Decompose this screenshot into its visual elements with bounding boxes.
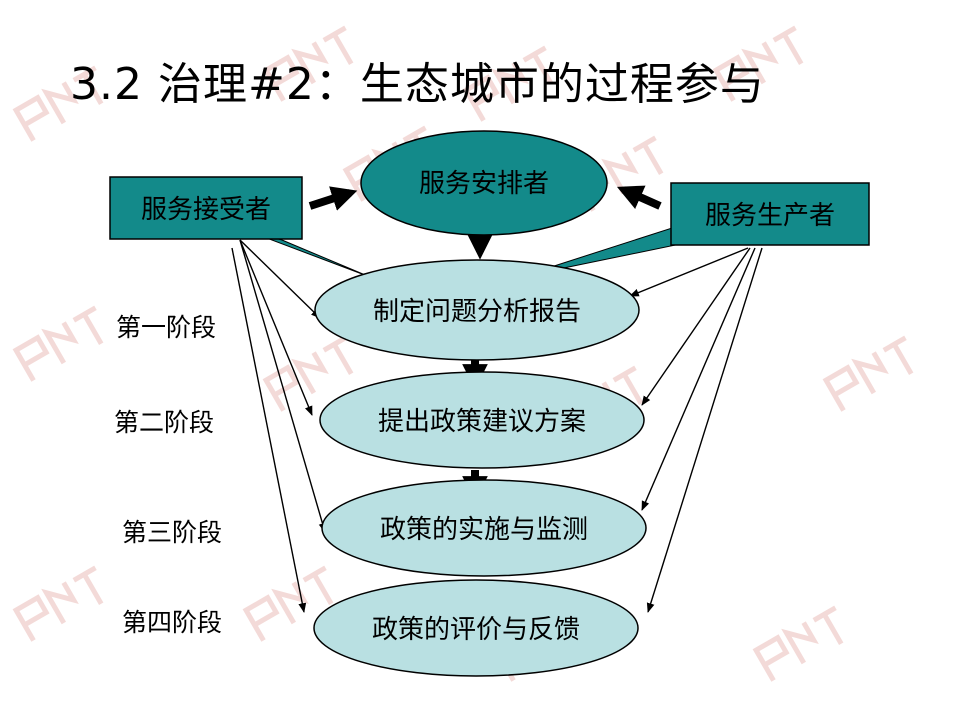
step-1-label: 制定问题分析报告 xyxy=(373,297,581,327)
slide-title: 3.2 治理#2：生态城市的过程参与 xyxy=(70,59,765,110)
step-3-label: 政策的实施与监测 xyxy=(380,515,588,545)
producer-arrows xyxy=(629,247,763,613)
step-3-node xyxy=(321,479,647,577)
receiver-arrows xyxy=(231,239,327,613)
receiver-label: 服务接受者 xyxy=(141,195,271,225)
step-1-node xyxy=(314,259,640,361)
receiver-node xyxy=(109,176,303,240)
arranger-node xyxy=(360,130,608,236)
producer-node xyxy=(670,182,870,246)
producer-label: 服务生产者 xyxy=(705,201,835,231)
step-4-label: 政策的评价与反馈 xyxy=(372,615,580,645)
arranger-label: 服务安排者 xyxy=(419,169,549,199)
stage-label-4: 第四阶段 xyxy=(122,608,223,637)
stage-label-2: 第二阶段 xyxy=(114,408,215,437)
step-2-node xyxy=(319,371,645,469)
step-2-label: 提出政策建议方案 xyxy=(378,407,586,437)
stage-label-1: 第一阶段 xyxy=(116,313,217,342)
stage-label-3: 第三阶段 xyxy=(122,518,223,547)
step-4-node xyxy=(313,579,639,677)
